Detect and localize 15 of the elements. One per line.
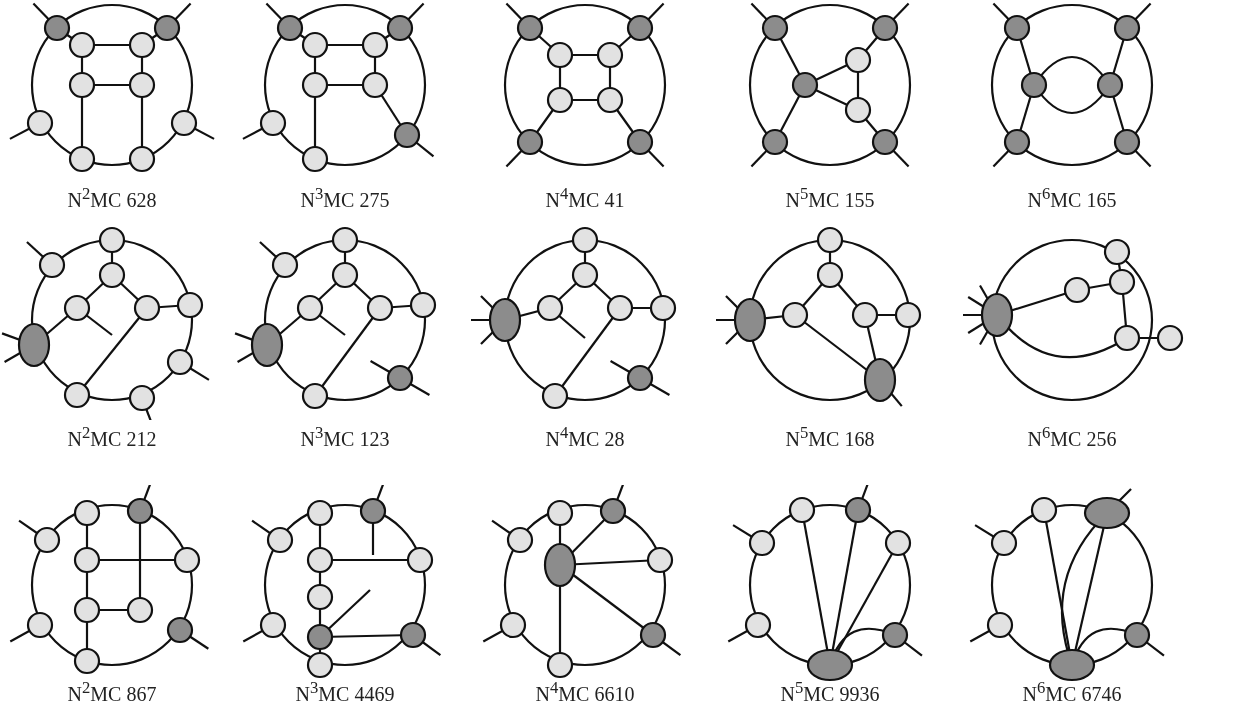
diagram-caption: N$^{3}$MC 275 (300, 184, 390, 212)
diagram-caption: N$^{2}$MC 628 (67, 184, 157, 212)
diagram-caption: N$^{4}$MC 28 (545, 423, 625, 451)
diagram-caption: N$^{3}$MC 4469 (295, 678, 395, 706)
diagram-caption: N$^{5}$MC 155 (785, 184, 875, 212)
diagram-caption: N$^{6}$MC 165 (1027, 184, 1117, 212)
diagram-caption: N$^{5}$MC 9936 (780, 678, 880, 706)
diagram-caption: N$^{2}$MC 212 (67, 423, 157, 451)
diagram-caption: N$^{4}$MC 6610 (535, 678, 635, 706)
diagram-caption: N$^{6}$MC 256 (1027, 423, 1117, 451)
diagram-caption: N$^{6}$MC 6746 (1022, 678, 1122, 706)
diagram-caption: N$^{4}$MC 41 (545, 184, 625, 212)
diagram-caption: N$^{5}$MC 168 (785, 423, 875, 451)
diagram-caption: N$^{3}$MC 123 (300, 423, 390, 451)
diagram-caption: N$^{2}$MC 867 (67, 678, 157, 706)
